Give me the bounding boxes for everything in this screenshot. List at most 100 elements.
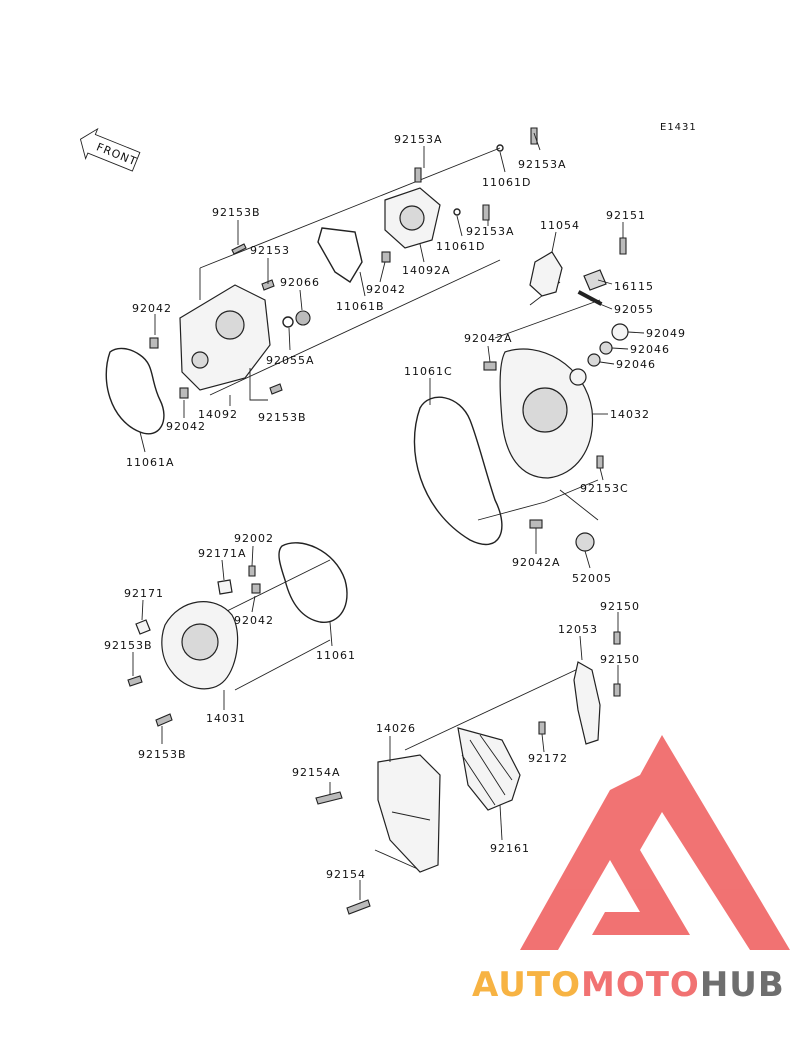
watermark-part-moto: MOTO	[581, 965, 700, 1005]
dowel-92042-d	[251, 583, 261, 594]
label-92171: 92171	[124, 587, 164, 600]
watermark-logo: AUTOMOTOHUB	[472, 735, 790, 1005]
cover-14092-port	[215, 310, 245, 340]
bolt-92153b-2	[269, 383, 283, 395]
bolt-92153c	[596, 455, 604, 469]
label-92153b-3: 92153B	[104, 639, 153, 652]
label-14026: 14026	[376, 722, 416, 735]
label-92066: 92066	[280, 276, 320, 289]
bolt-92153b-1	[231, 243, 247, 255]
label-92055: 92055	[614, 303, 654, 316]
label-92161: 92161	[490, 842, 530, 855]
label-92042-b: 92042	[132, 302, 172, 315]
label-12053: 12053	[558, 623, 598, 636]
label-92055a: 92055A	[266, 354, 315, 367]
bolt-92002	[248, 565, 256, 577]
label-11061d-1: 11061D	[482, 176, 531, 189]
cover-14092-boss	[191, 351, 209, 369]
label-92150-2: 92150	[600, 653, 640, 666]
dowel-92042-a	[149, 337, 159, 349]
cover-14092a-port	[399, 205, 425, 231]
watermark-part-auto: AUTO	[472, 965, 581, 1005]
label-92042a-1: 92042A	[464, 332, 513, 345]
label-92171a: 92171A	[198, 547, 247, 560]
gasket-11061	[278, 542, 348, 623]
bolt-92153a-1	[414, 167, 422, 183]
label-92150-1: 92150	[600, 600, 640, 613]
label-11061a: 11061A	[126, 456, 175, 469]
washer-11061d-1	[496, 144, 504, 152]
watermark-text: AUTOMOTOHUB	[472, 965, 785, 1005]
oil-gauge-52005	[575, 532, 595, 552]
label-14092a: 14092A	[402, 264, 451, 277]
oring-92055a	[282, 316, 294, 328]
label-92153b-4: 92153B	[138, 748, 187, 761]
label-14031: 14031	[206, 712, 246, 725]
gasket-11061a	[105, 347, 165, 435]
label-11061: 11061	[316, 649, 356, 662]
label-92046-1: 92046	[630, 343, 670, 356]
label-11061d-2: 11061D	[436, 240, 485, 253]
label-16115: 16115	[614, 280, 654, 293]
label-11054: 11054	[540, 219, 580, 232]
label-92154a: 92154A	[292, 766, 341, 779]
dowel-92042-b	[179, 387, 189, 399]
label-92042-c: 92042	[166, 420, 206, 433]
diagram-code: E1431	[660, 122, 697, 133]
bolt-92154a	[315, 791, 343, 805]
label-14092: 14092	[198, 408, 238, 421]
plug-92049	[611, 323, 629, 341]
oring-92046-2	[587, 353, 601, 367]
label-14032: 14032	[610, 408, 650, 421]
bracket-11054	[529, 251, 563, 297]
label-92002: 92002	[234, 532, 274, 545]
label-52005: 52005	[572, 572, 612, 585]
label-92172: 92172	[528, 752, 568, 765]
cover-14026	[377, 754, 441, 873]
gasket-11061b	[317, 227, 363, 283]
label-92154: 92154	[326, 868, 366, 881]
watermark-triangle-icon	[520, 735, 790, 950]
gasket-11061c	[413, 396, 503, 546]
label-92153a-right: 92153A	[518, 158, 567, 171]
label-92153: 92153	[250, 244, 290, 257]
oring-92055	[577, 290, 603, 306]
cover-14032-center	[522, 387, 568, 433]
label-92153c: 92153C	[580, 482, 629, 495]
label-92049: 92049	[646, 327, 686, 340]
dowel-92042a-2	[529, 519, 543, 529]
oring-92046-1	[599, 341, 613, 355]
cover-14032-boss	[569, 368, 587, 386]
label-92046-2: 92046	[616, 358, 656, 371]
front-arrow: FRONT	[79, 127, 141, 172]
label-92153b-2: 92153B	[258, 411, 307, 424]
label-92153a-top: 92153A	[394, 133, 443, 146]
label-11061c: 11061C	[404, 365, 453, 378]
bolt-92153b-4	[155, 713, 173, 727]
label-92151: 92151	[606, 209, 646, 222]
clamp-92171	[135, 619, 151, 635]
label-11061b: 11061B	[336, 300, 385, 313]
bolt-92153-1	[261, 279, 275, 291]
washer-11061d-2	[453, 208, 461, 216]
watermark-part-hub: HUB	[700, 965, 785, 1005]
dowel-92042-c	[381, 251, 391, 263]
label-92153a-mid: 92153A	[466, 225, 515, 238]
bolt-92154	[346, 899, 371, 915]
cover-14031-center	[181, 623, 219, 661]
cover-92161	[457, 727, 521, 811]
guide-12053	[573, 661, 601, 745]
label-92153b-1: 92153B	[212, 206, 261, 219]
bracket-92171a	[217, 579, 233, 595]
label-92042-a: 92042	[366, 283, 406, 296]
bolt-92153a-3	[482, 204, 490, 221]
label-92042-d: 92042	[234, 614, 274, 627]
bolt-92153a-2	[530, 127, 538, 145]
bolt-92172	[538, 721, 546, 735]
label-92042a-2: 92042A	[512, 556, 561, 569]
bolt-92151	[619, 237, 627, 255]
plug-92066	[295, 310, 311, 326]
bolt-92150-1	[613, 631, 621, 645]
bolt-92153b-3	[127, 675, 143, 687]
